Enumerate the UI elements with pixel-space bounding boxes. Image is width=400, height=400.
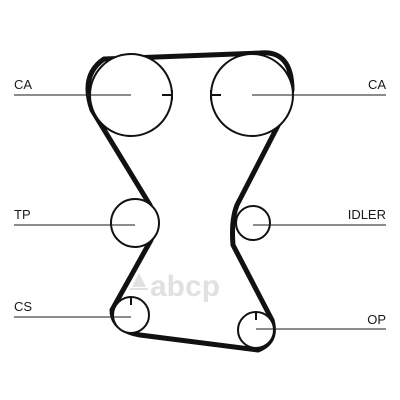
label-cs: CS [14,299,32,314]
idler-pulley [235,205,271,241]
oil-pump-pulley [237,311,275,349]
watermark: abcp [130,270,220,303]
label-ca-right: CA [368,77,386,92]
watermark-logo-icon [130,273,148,290]
label-op: OP [367,312,386,327]
label-tp: TP [14,207,31,222]
label-idler: IDLER [348,207,386,222]
label-ca-left: CA [14,77,32,92]
tensioner-pulley [110,198,160,248]
watermark-text: abcp [150,270,220,303]
crankshaft-pulley [112,296,150,334]
